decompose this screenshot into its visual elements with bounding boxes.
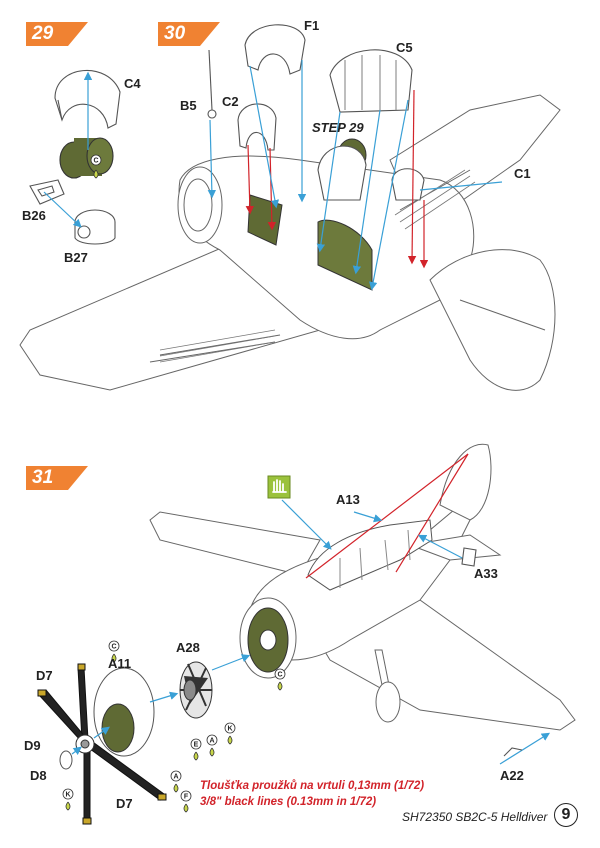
step29-arrows bbox=[43, 71, 93, 228]
step31-aircraft bbox=[149, 443, 576, 731]
note-english: 3/8" black lines (0.13mm in 1/72) bbox=[200, 796, 377, 808]
b5-antenna bbox=[207, 49, 217, 119]
paint-badge-c3 bbox=[274, 668, 286, 691]
label-b27: B27 bbox=[64, 250, 88, 265]
paint-badge-a1 bbox=[206, 734, 218, 757]
footer-code: SH72350 SB2C-5 Helldiver bbox=[402, 810, 548, 824]
badge-letter-k2: K bbox=[65, 792, 70, 799]
step-30-number: 30 bbox=[164, 23, 186, 44]
label-a22: A22 bbox=[500, 768, 524, 783]
engine-face bbox=[247, 607, 289, 673]
paint-badges bbox=[62, 154, 286, 813]
a22-part bbox=[503, 747, 523, 757]
label-a13: A13 bbox=[336, 492, 360, 507]
step-29-tab: 29 bbox=[26, 22, 88, 46]
paint-badge-k2 bbox=[62, 788, 74, 811]
c4-cylinder bbox=[59, 137, 114, 179]
a33-part bbox=[461, 547, 477, 567]
label-d9: D9 bbox=[24, 738, 41, 753]
d7-cowl bbox=[93, 667, 155, 757]
paint-badge-c2 bbox=[108, 640, 120, 663]
dive-brake-grid-right bbox=[394, 169, 476, 230]
step31-canopy bbox=[307, 519, 433, 591]
label-b5: B5 bbox=[180, 98, 197, 113]
badge-letter-c2: C bbox=[111, 644, 116, 651]
label-c2: C2 bbox=[222, 94, 239, 109]
label-c4: C4 bbox=[124, 76, 141, 91]
label-c5: C5 bbox=[396, 40, 413, 55]
paint-badge-c1 bbox=[90, 154, 102, 179]
page-number: 9 bbox=[554, 803, 578, 827]
propeller bbox=[37, 663, 167, 825]
label-d7-bottom: D7 bbox=[116, 796, 133, 811]
badge-letter-c3: C bbox=[277, 672, 282, 679]
label-d7-top: D7 bbox=[36, 668, 53, 683]
badge-letter-e: E bbox=[194, 742, 199, 749]
step31-arrows bbox=[71, 499, 551, 765]
label-c1: C1 bbox=[514, 166, 531, 181]
label-d8: D8 bbox=[30, 768, 47, 783]
badge-letter-c1: C bbox=[93, 158, 98, 165]
step-29-number: 29 bbox=[32, 23, 54, 44]
step-30-tab: 30 bbox=[158, 22, 220, 46]
label-f1: F1 bbox=[304, 18, 320, 33]
badge-letter-a2: A bbox=[173, 774, 178, 781]
hand-icon bbox=[267, 475, 291, 499]
label-b26: B26 bbox=[22, 208, 46, 223]
label-step-29-ref: STEP 29 bbox=[312, 120, 364, 135]
step29-parts bbox=[29, 69, 121, 245]
step30-canopies bbox=[237, 24, 425, 201]
paint-badge-f bbox=[180, 790, 192, 813]
note-czech: Tloušťka proužků na vrtuli 0,13mm (1/72) bbox=[200, 780, 425, 792]
step30-arrows bbox=[207, 60, 503, 291]
a28-cylinder-fan bbox=[179, 661, 213, 719]
badge-letter-f: F bbox=[184, 794, 189, 801]
step-31-tab: 31 bbox=[26, 466, 88, 490]
paint-badge-k1 bbox=[224, 722, 236, 745]
dive-brake-grid-left bbox=[159, 329, 276, 363]
paint-badge-letters: C C C E A K K A F bbox=[65, 158, 282, 801]
label-a33: A33 bbox=[474, 566, 498, 581]
paint-badge-e bbox=[190, 738, 202, 761]
step-31-number: 31 bbox=[32, 467, 54, 488]
label-a28: A28 bbox=[176, 640, 200, 655]
badge-letter-a1: A bbox=[209, 738, 214, 745]
label-a11: A11 bbox=[108, 656, 132, 671]
step31-red-lines bbox=[305, 453, 469, 579]
badge-letter-k1: K bbox=[227, 726, 232, 733]
paint-badge-a2 bbox=[170, 770, 182, 793]
